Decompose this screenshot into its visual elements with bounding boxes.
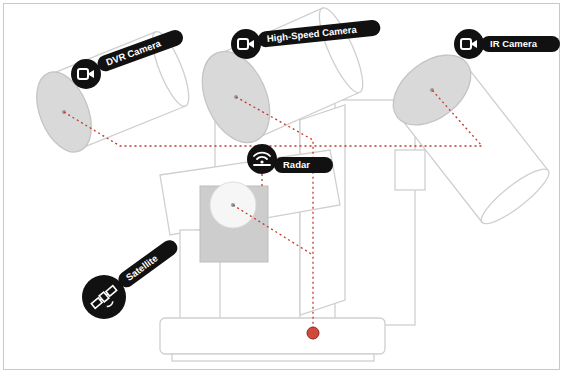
label-text: Radar — [283, 159, 326, 171]
dvr-camera — [26, 26, 197, 160]
radar-label: Radar — [274, 157, 333, 173]
base — [160, 318, 385, 361]
camera-icon — [231, 29, 261, 59]
label-text: IR Camera — [490, 38, 553, 50]
frame — [4, 4, 560, 370]
mount-structure — [160, 95, 425, 325]
camera-label: IR Camera — [481, 36, 560, 52]
radar-icon — [247, 144, 277, 174]
ir-camera — [380, 41, 556, 232]
hub-dot — [307, 327, 319, 339]
camera-icon — [454, 29, 484, 59]
radar-plate — [200, 182, 268, 262]
signal-lines — [64, 90, 482, 327]
node-icons — [71, 29, 484, 319]
